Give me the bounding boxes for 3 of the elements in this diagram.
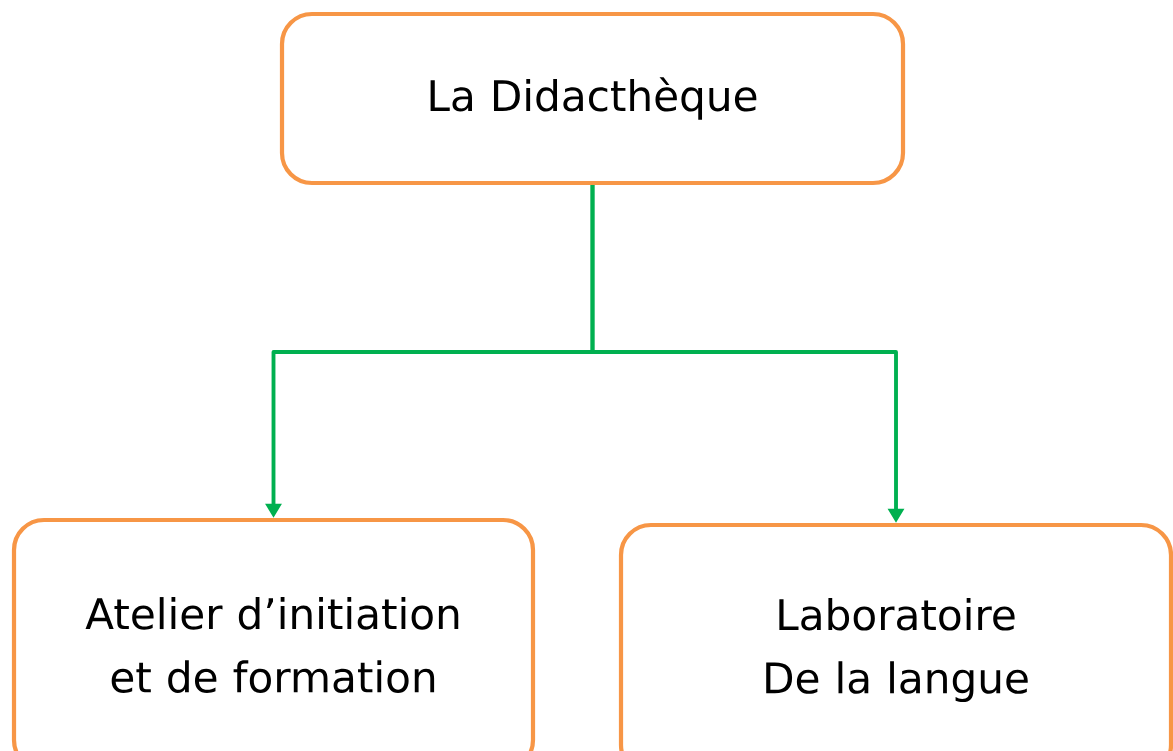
process-box: La Didacthèque <box>279 11 906 186</box>
process-box: Laboratoire De la langue <box>618 522 1173 751</box>
process-box: Atelier d’initiation et de formation <box>11 517 536 751</box>
